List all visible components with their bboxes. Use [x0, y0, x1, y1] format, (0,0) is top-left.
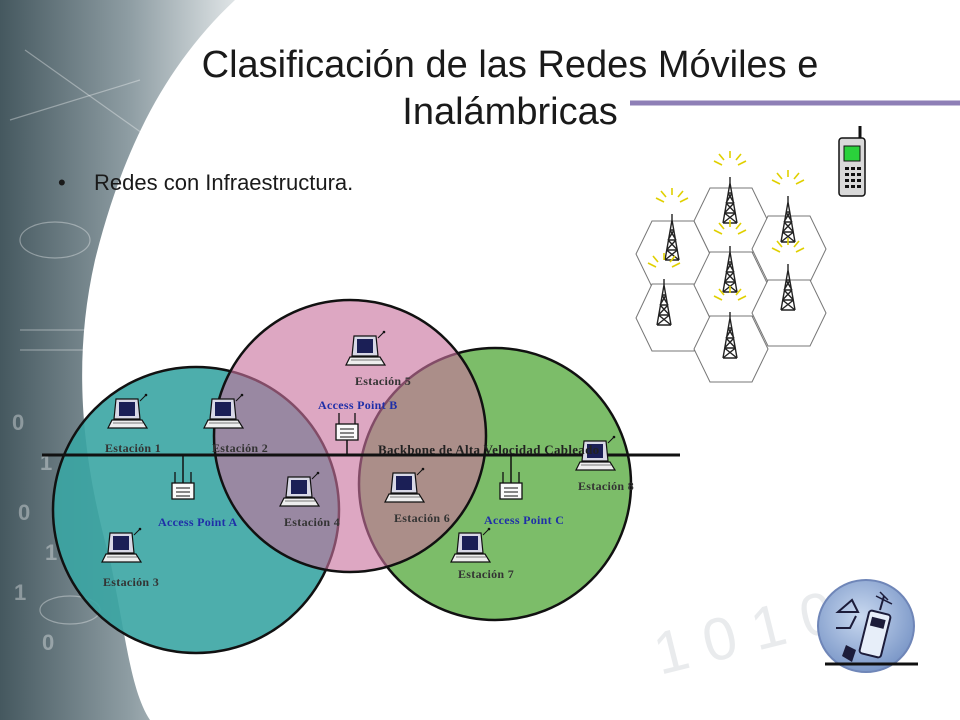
- station-2-label: Estación 2: [212, 441, 269, 455]
- bullet-icon: •: [58, 170, 66, 195]
- page-title: Clasificación de las Redes Móviles e Ina…: [110, 42, 910, 136]
- access-point-b-label: Access Point B: [318, 398, 398, 412]
- svg-text:0: 0: [12, 410, 24, 435]
- title-line-1: Clasificación de las Redes Móviles e: [201, 44, 819, 86]
- station-1-label: Estación 1: [105, 441, 162, 455]
- access-point-c-label: Access Point C: [484, 513, 565, 527]
- title-line-2: Inalámbricas: [402, 91, 618, 133]
- bullet-text: Redes con Infraestructura.: [94, 170, 354, 195]
- svg-text:0: 0: [18, 500, 30, 525]
- station-6-label: Estación 6: [394, 511, 451, 525]
- station-5-label: Estación 5: [355, 374, 412, 388]
- svg-text:1: 1: [14, 580, 26, 605]
- access-point-a-label: Access Point A: [158, 515, 238, 529]
- station-3-label: Estación 3: [103, 575, 160, 589]
- station-7-label: Estación 7: [458, 567, 515, 581]
- backbone-line: [42, 440, 680, 483]
- network-logo-icon: [817, 579, 918, 673]
- backbone-label: Backbone de Alta Velocidad Cableado: [378, 442, 600, 457]
- station-4-label: Estación 4: [284, 515, 341, 529]
- svg-text:1: 1: [45, 540, 57, 565]
- mobile-phone-icon: [838, 126, 866, 197]
- station-8-label: Estación 8: [578, 479, 635, 493]
- svg-text:0: 0: [42, 630, 54, 655]
- bullet-item: • Redes con Infraestructura.: [58, 170, 353, 196]
